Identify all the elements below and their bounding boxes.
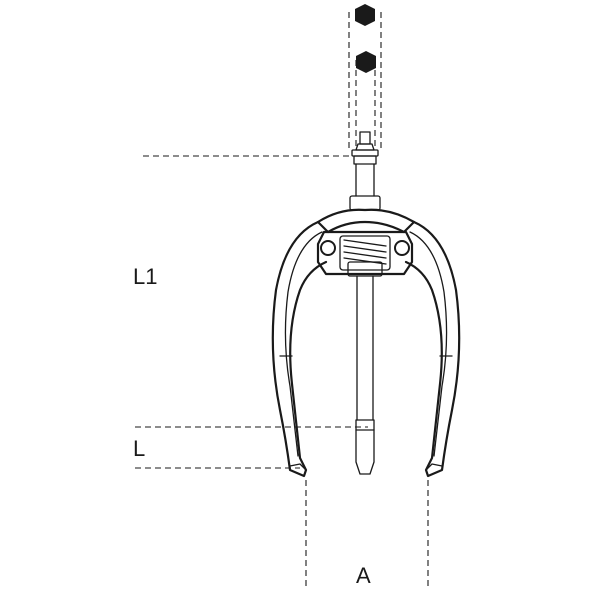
right-jaw-outer — [404, 220, 461, 478]
dimension-label-a: A — [356, 563, 371, 588]
spring-coil — [343, 239, 387, 265]
dimension-label-l: L — [133, 436, 145, 461]
central-body — [316, 208, 416, 277]
spindle-tip — [359, 131, 371, 145]
pivot-left — [320, 240, 336, 256]
hex-head-top — [355, 4, 375, 26]
yoke-body — [316, 230, 414, 276]
dimension-labels: L1 L A — [133, 264, 371, 588]
left-jaw-inner — [284, 231, 323, 457]
dimension-lines — [135, 12, 429, 588]
left-jaw-outer — [271, 220, 328, 478]
dimension-label-l1: L1 — [133, 264, 157, 289]
spindle — [349, 131, 381, 475]
right-jaw — [404, 220, 461, 478]
hex-head-middle — [356, 51, 376, 73]
hex-heads — [355, 4, 376, 73]
right-jaw-inner — [409, 231, 448, 457]
yoke-crossbar — [316, 208, 416, 234]
pivot-right — [394, 240, 410, 256]
left-jaw — [271, 220, 328, 478]
